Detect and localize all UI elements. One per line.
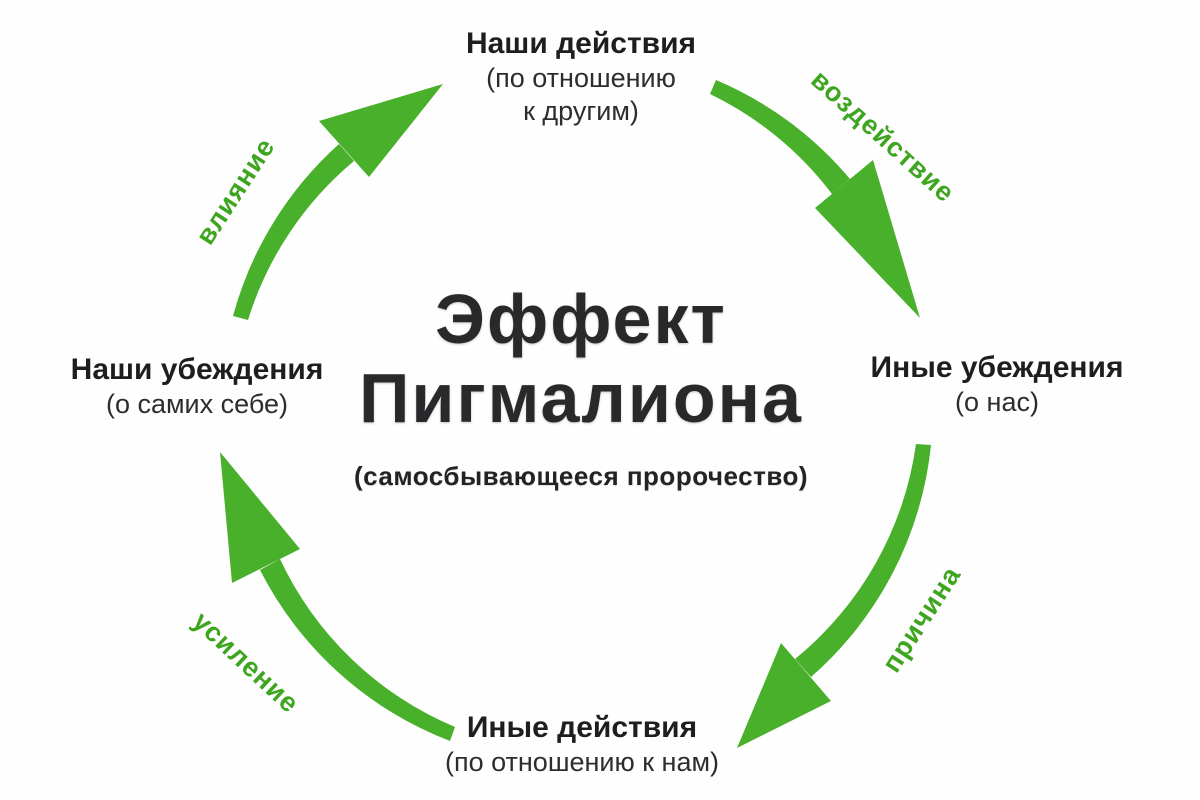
node-our-actions-subtitle-line1: (по отношению <box>486 63 676 93</box>
arrow-left-top-shaft <box>233 144 354 320</box>
arrow-right-bottom-shaft <box>795 444 931 677</box>
node-others-actions-title: Иные действия <box>466 711 698 744</box>
node-our-actions-title: Наши действия <box>465 27 697 60</box>
node-our-actions: Наши действия (по отношению к другим) <box>466 26 696 128</box>
diagram-title-line1: Эффект <box>435 280 727 358</box>
arrow-label-reinforcement: усиление <box>187 606 305 719</box>
node-others-beliefs-title: Иные убеждения <box>870 351 1124 384</box>
node-others-beliefs-subtitle: (о нас) <box>955 387 1039 417</box>
diagram-subtitle: (самосбывающееся пророчество) <box>353 461 809 491</box>
arrow-top-right-head <box>815 160 920 318</box>
diagram-title-line2: Пигмалиона <box>359 359 803 437</box>
arrow-label-influence: влияние <box>190 132 281 250</box>
node-our-beliefs-subtitle: (о самих себе) <box>105 389 289 419</box>
arrow-right-bottom-head <box>737 643 831 748</box>
node-others-beliefs: Иные убеждения (о нас) <box>871 350 1124 419</box>
node-others-actions-subtitle: (по отношению к нам) <box>444 747 720 777</box>
arrow-bottom-left: усиление <box>187 452 455 741</box>
node-others-actions: Иные действия (по отношению к нам) <box>445 710 719 779</box>
node-our-beliefs-title: Наши убеждения <box>70 353 324 386</box>
arrow-left-top-head <box>319 84 443 177</box>
arrow-top-right-shaft <box>710 80 850 194</box>
node-our-actions-subtitle-line2: к другим) <box>523 96 639 126</box>
node-our-beliefs: Наши убеждения (о самих себе) <box>71 352 324 421</box>
diagram-title: Эффект Пигмалиона <box>359 280 803 438</box>
arrow-bottom-left-head <box>220 452 300 583</box>
arrow-bottom-left-shaft <box>260 559 455 741</box>
